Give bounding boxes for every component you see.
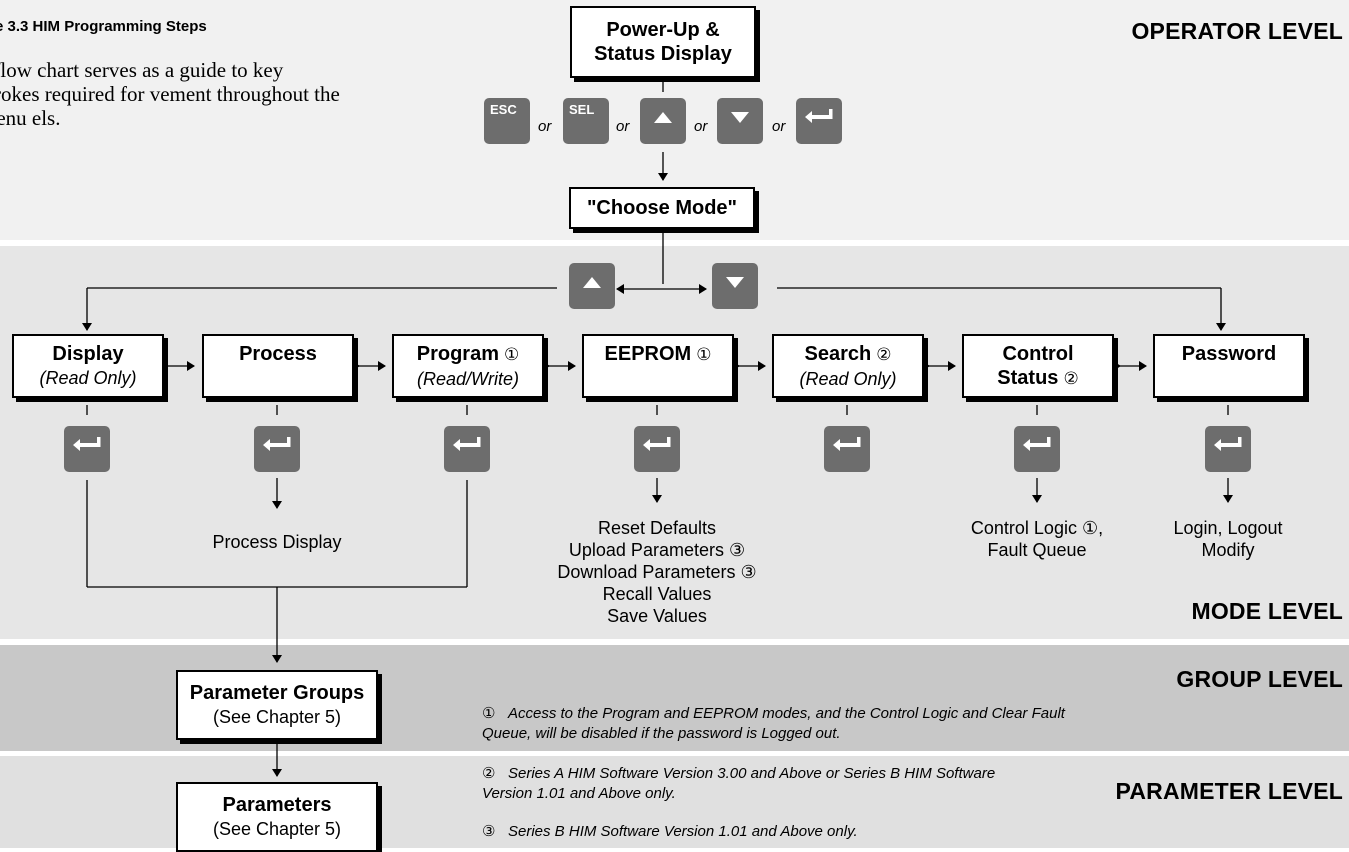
eeprom-item: Upload Parameters ③ [568,540,746,560]
power-up-line2: Status Display [594,43,732,65]
power-up-status-box: Power-Up & Status Display [570,6,756,78]
parameters-title: Parameters [222,794,332,816]
enter-key-icon [444,426,490,472]
up-arrow-key-icon [640,98,686,144]
password-item: Login, Logout [1173,518,1283,538]
or-label: or [616,118,630,135]
footnote-3: ③ Series B HIM Software Version 1.01 and … [482,822,1042,842]
footnote-text: Access to the Program and EEPROM modes, … [482,705,1065,742]
eeprom-item: Reset Defaults [597,518,717,538]
mode-title: Display [52,343,124,365]
down-arrow-key-icon [717,98,763,144]
power-up-line1: Power-Up & [606,19,720,41]
mode-title: Control [1002,342,1074,365]
footnote-mark: ② [876,344,892,364]
footnote-number: ① [482,705,496,722]
mode-title-line2: Status [997,366,1059,389]
parameter-groups-sub: (See Chapter 5) [212,707,342,727]
parameter-level-label: PARAMETER LEVEL [1115,778,1343,804]
control-item: Control Logic ①, [970,518,1104,538]
mode-title: EEPROM [604,343,692,365]
group-level-label: GROUP LEVEL [1176,666,1343,692]
footnote-number: ③ [482,823,496,840]
parameters-box: Parameters (See Chapter 5) [176,782,378,852]
mode-subtitle: (Read/Write) [416,368,519,389]
mode-title: Password [1181,343,1277,365]
or-label: or [694,118,708,135]
or-label: or [772,118,786,135]
process-display-note: Process Display [212,532,342,552]
eeprom-item: Recall Values [602,584,712,604]
figure-title: ure 3.3 HIM Programming Steps [0,18,207,35]
mode-title: Process [239,343,317,365]
enter-key-icon [796,98,842,144]
eeprom-item: Download Parameters ③ [557,562,757,582]
password-item: Modify [1201,540,1255,560]
mode-subtitle: (Read Only) [39,368,137,388]
operator-level-label: OPERATOR LEVEL [1131,18,1343,44]
parameter-groups-box: Parameter Groups (See Chapter 5) [176,670,378,740]
mode-title: Search [804,342,872,365]
eeprom-outcomes: Reset Defaults Upload Parameters ③ Downl… [547,517,767,627]
control-item: Fault Queue [987,540,1087,560]
eeprom-item: Save Values [607,606,707,626]
enter-key-icon [254,426,300,472]
enter-key-icon [634,426,680,472]
mode-program-box: Program ① (Read/Write) [392,334,544,398]
footnote-number: ② [482,765,496,782]
footnote-text: Series A HIM Software Version 3.00 and A… [482,765,996,802]
mode-search-box: Search ② (Read Only) [772,334,924,398]
parameter-groups-title: Parameter Groups [189,682,365,704]
mode-password-box: Password [1153,334,1305,398]
enter-key-icon [1014,426,1060,472]
footnote-text: Series B HIM Software Version 1.01 and A… [508,823,858,840]
parameters-sub: (See Chapter 5) [212,819,342,839]
footnote-mark: ② [1063,368,1079,388]
enter-key-icon [1205,426,1251,472]
footnote-mark: ① [696,345,712,364]
or-label: or [538,118,552,135]
mode-process-box: Process [202,334,354,398]
figure-caption: s flow chart serves as a guide to key st… [0,58,340,130]
choose-mode-box: "Choose Mode" [569,187,755,229]
sel-key: SEL [563,98,609,144]
mode-eeprom-box: EEPROM ① [582,334,734,398]
mode-subtitle: (Read Only) [799,368,897,389]
esc-key: ESC [484,98,530,144]
mode-level-label: MODE LEVEL [1191,598,1343,624]
choose-mode-label: "Choose Mode" [586,197,738,219]
enter-key-icon [64,426,110,472]
mode-title: Program [416,342,499,365]
mode-display-box: Display (Read Only) [12,334,164,398]
footnote-mark: ① [504,344,520,364]
enter-key-icon [824,426,870,472]
password-outcomes: Login, Logout Modify [1138,517,1318,561]
down-arrow-key-icon [712,263,758,309]
mode-control-status-box: Control Status ② [962,334,1114,398]
control-status-outcomes: Control Logic ①, Fault Queue [947,517,1127,561]
up-arrow-key-icon [569,263,615,309]
